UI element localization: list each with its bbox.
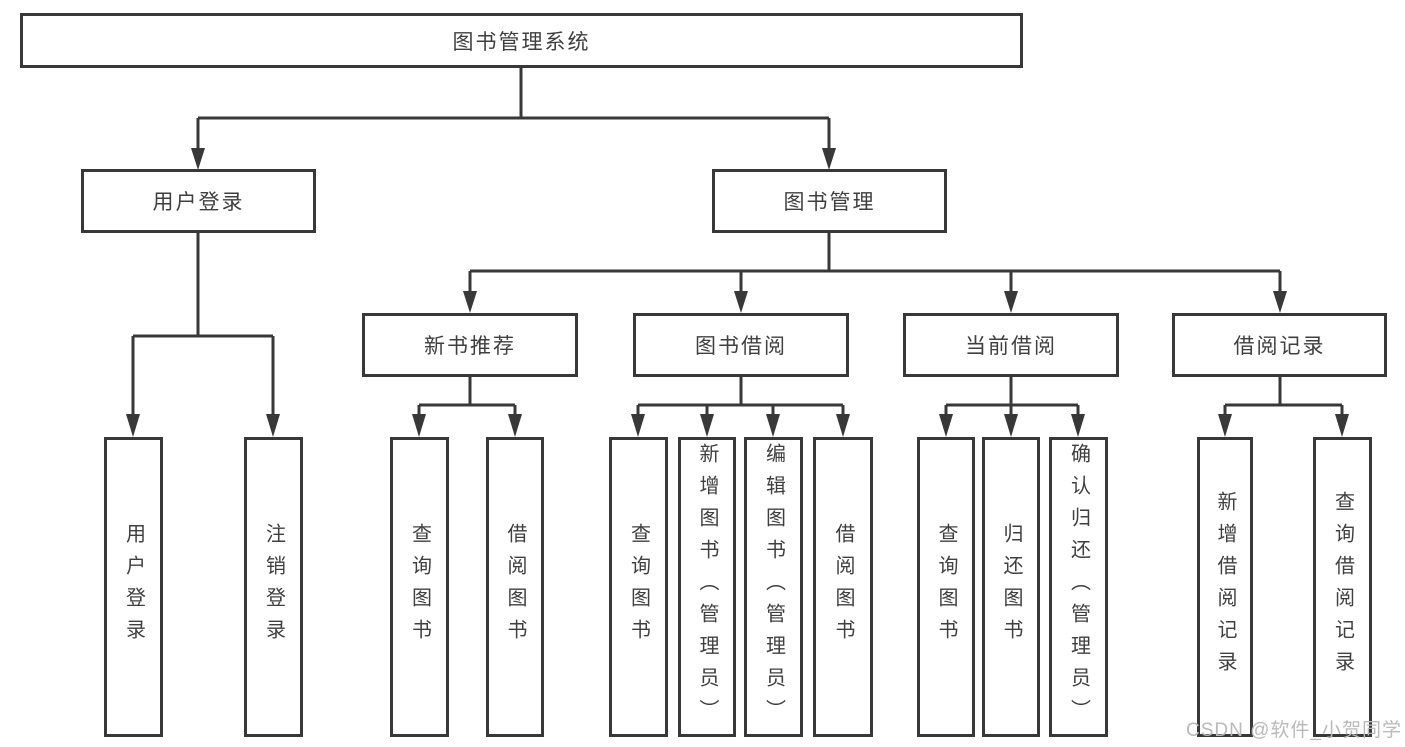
arrowhead-nb-borrow bbox=[508, 414, 522, 437]
node-nb-borrow-book: 借阅图书 bbox=[486, 437, 544, 737]
arrowhead-bb-query bbox=[631, 414, 645, 437]
node-bb-edit-book-admin: 编辑图书（管理员） bbox=[744, 437, 803, 737]
connector-root bbox=[196, 68, 831, 152]
connector-current-borrow bbox=[944, 377, 1080, 419]
node-logout-action-label: 注销登录 bbox=[262, 523, 285, 651]
node-borrow-record-label: 借阅记录 bbox=[1233, 335, 1326, 358]
node-br-add-record: 新增借阅记录 bbox=[1197, 437, 1253, 737]
node-logout-action: 注销登录 bbox=[244, 437, 303, 737]
node-cb-confirm-return-admin-label: 确认归还（管理员） bbox=[1067, 443, 1090, 731]
connector-book-borrow bbox=[636, 377, 845, 419]
node-br-add-record-label: 新增借阅记录 bbox=[1214, 491, 1236, 683]
node-user-login: 用户登录 bbox=[81, 169, 316, 233]
arrowhead-bb-edit bbox=[766, 414, 780, 437]
node-nb-query-book: 查询图书 bbox=[390, 437, 449, 737]
node-user-login-action: 用户登录 bbox=[104, 437, 163, 737]
arrowhead-br-add bbox=[1218, 414, 1232, 437]
node-cb-confirm-return-admin: 确认归还（管理员） bbox=[1049, 437, 1108, 737]
node-user-login-label: 用户登录 bbox=[152, 191, 245, 214]
node-book-management-label: 图书管理 bbox=[783, 191, 876, 214]
node-nb-query-book-label: 查询图书 bbox=[408, 523, 431, 651]
node-bb-query-book: 查询图书 bbox=[609, 437, 668, 737]
connector-book-management bbox=[468, 233, 1282, 295]
node-book-borrow: 图书借阅 bbox=[633, 313, 849, 377]
arrowhead-current-borrow bbox=[1004, 291, 1018, 313]
node-cb-return-book: 归还图书 bbox=[982, 437, 1040, 737]
node-current-borrow-label: 当前借阅 bbox=[965, 335, 1057, 358]
node-cb-query-book: 查询图书 bbox=[917, 437, 975, 737]
node-bb-query-book-label: 查询图书 bbox=[627, 523, 650, 651]
node-book-management: 图书管理 bbox=[712, 169, 947, 233]
arrowhead-new-book bbox=[463, 291, 477, 313]
arrowhead-book-borrow bbox=[734, 291, 748, 313]
arrowhead-book-management bbox=[822, 148, 836, 170]
node-new-book-recommend: 新书推荐 bbox=[362, 313, 578, 377]
connector-user-login bbox=[131, 232, 275, 419]
arrowhead-borrow-record bbox=[1273, 291, 1287, 313]
node-bb-edit-book-admin-label: 编辑图书（管理员） bbox=[762, 443, 785, 731]
arrowhead-bb-borrow bbox=[836, 414, 850, 437]
arrowhead-nb-query bbox=[412, 414, 426, 437]
arrowhead-ul-login bbox=[126, 414, 140, 437]
arrowhead-cb-query bbox=[939, 414, 953, 437]
arrowhead-cb-return bbox=[1004, 414, 1018, 437]
node-bb-add-book-admin: 新增图书（管理员） bbox=[678, 437, 736, 737]
node-user-login-action-label: 用户登录 bbox=[122, 523, 145, 651]
arrowhead-cb-confirm bbox=[1071, 414, 1085, 437]
node-br-query-record-label: 查询借阅记录 bbox=[1331, 491, 1354, 683]
node-book-borrow-label: 图书借阅 bbox=[695, 335, 787, 358]
node-bb-borrow-book-label: 借阅图书 bbox=[832, 523, 854, 651]
node-root-label: 图书管理系统 bbox=[452, 30, 591, 54]
arrowhead-user-login bbox=[191, 148, 205, 170]
arrowheads bbox=[126, 148, 1349, 437]
node-root: 图书管理系统 bbox=[20, 13, 1023, 68]
node-nb-borrow-book-label: 借阅图书 bbox=[504, 523, 526, 651]
node-new-book-recommend-label: 新书推荐 bbox=[424, 335, 516, 358]
connector-borrow-record bbox=[1223, 377, 1344, 419]
node-cb-query-book-label: 查询图书 bbox=[935, 523, 957, 651]
connector-new-book bbox=[417, 377, 517, 419]
node-current-borrow: 当前借阅 bbox=[903, 313, 1119, 377]
watermark: CSDN @软件_小贺同学 bbox=[1186, 720, 1402, 741]
node-borrow-record: 借阅记录 bbox=[1172, 313, 1387, 377]
arrowhead-br-query bbox=[1335, 414, 1349, 437]
arrowhead-bb-add bbox=[700, 414, 714, 437]
node-cb-return-book-label: 归还图书 bbox=[1000, 523, 1022, 651]
node-br-query-record: 查询借阅记录 bbox=[1313, 437, 1372, 737]
node-bb-add-book-admin-label: 新增图书（管理员） bbox=[696, 443, 718, 731]
node-bb-borrow-book: 借阅图书 bbox=[813, 437, 873, 737]
arrowhead-ul-logout bbox=[266, 414, 280, 437]
